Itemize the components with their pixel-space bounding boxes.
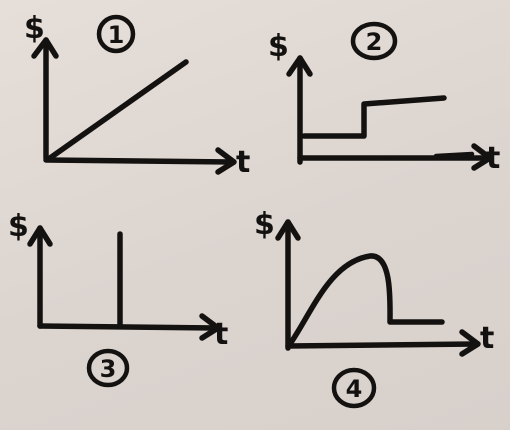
panel-2-number-badge: 2 (350, 21, 398, 61)
panel-2-y-arrowhead (286, 55, 313, 77)
panel-3-x-axis-label: t (214, 317, 228, 352)
panel-2-badge-circle (350, 21, 398, 61)
panel-1-number-badge: 1 (96, 14, 136, 54)
panel-1-x-arrowhead (215, 147, 237, 175)
panel-3-x-axis (37, 323, 219, 331)
panel-2-axis-scribble (433, 151, 475, 159)
panel-1-y-axis-label: $ (24, 11, 45, 46)
panel-4-badge-circle (331, 367, 377, 409)
panel-3: $ t 3 (8, 209, 228, 388)
panel-4-curve-hump (287, 253, 445, 347)
panel-2-number: 2 (366, 28, 383, 56)
panel-3-y-arrowhead (27, 225, 53, 247)
panel-1-x-axis-label: t (236, 145, 250, 180)
panel-2-x-axis-label: t (486, 141, 500, 176)
panel-1-y-arrowhead (31, 37, 59, 59)
panel-4-x-axis-label: t (480, 321, 494, 356)
panel-4-number-badge: 4 (331, 367, 377, 409)
panel-4-x-axis (285, 341, 479, 349)
panel-3-x-arrowhead (199, 313, 221, 341)
panel-4-y-axis-label: $ (254, 207, 275, 242)
panel-3-number-badge: 3 (86, 348, 130, 388)
panel-1-badge-circle (96, 14, 136, 54)
panel-2-x-arrowhead (471, 143, 493, 171)
panel-2-y-axis-label: $ (268, 29, 289, 64)
panel-3-badge-circle (86, 348, 130, 388)
panel-1: 1 $ t (24, 11, 250, 180)
panel-1-x-axis (43, 157, 235, 165)
panel-4-y-arrowhead (275, 219, 301, 241)
panel-2: 2 $ t (268, 21, 500, 176)
panel-2-curve-step (301, 95, 447, 139)
panel-3-y-axis-label: $ (8, 209, 29, 244)
panel-3-number: 3 (100, 355, 117, 383)
panel-1-number: 1 (108, 21, 125, 49)
panel-4-number: 4 (346, 375, 363, 403)
panel-1-curve-linear (47, 59, 189, 161)
panel-4: $ t 4 (254, 207, 494, 409)
panel-4-x-arrowhead (459, 329, 481, 357)
